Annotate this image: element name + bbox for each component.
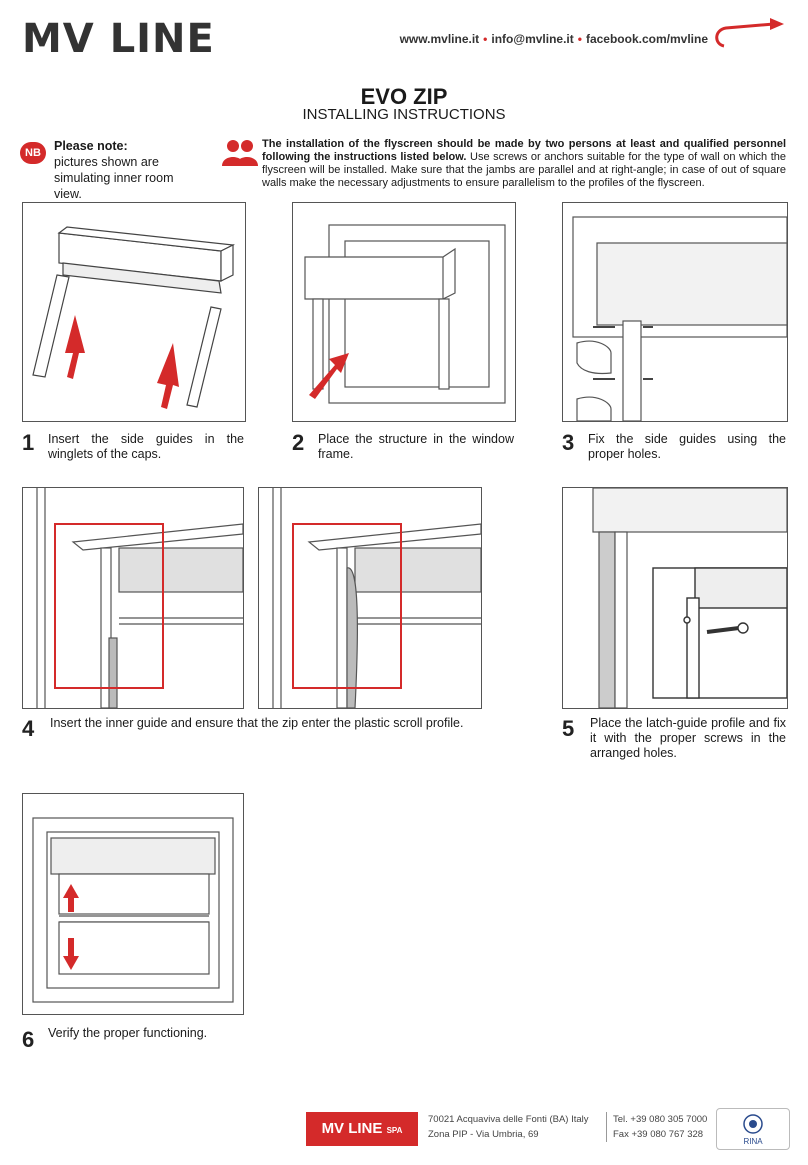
step-1-illustration (22, 202, 246, 422)
installation-note: The installation of the flyscreen should… (262, 138, 786, 190)
facebook-link[interactable]: facebook.com/mvline (585, 32, 708, 46)
step-2-illustration (292, 202, 516, 422)
step-4-illustration-a (22, 487, 244, 709)
footer-logo-suffix: SPA (386, 1126, 403, 1135)
step-4-illustration-b (258, 487, 482, 709)
footer-logo: MV LINE SPA (306, 1112, 418, 1146)
certification-label: RINA (743, 1137, 763, 1146)
brand-logo: MV LINE (22, 16, 215, 62)
step-1-number: 1 (22, 430, 35, 455)
step-5-illustration (562, 487, 788, 709)
step-4-number: 4 (22, 716, 35, 741)
step-6-text: Verify the proper functioning. (48, 1026, 208, 1040)
step-2-number: 2 (292, 430, 305, 455)
footer-address-line-2: Zona PIP - Via Umbria, 69 (428, 1129, 539, 1140)
footer-fax: Fax +39 080 767 328 (613, 1129, 704, 1140)
nb-badge: NB (20, 142, 46, 164)
step-5-number: 5 (562, 716, 575, 741)
step-3-number: 3 (562, 430, 575, 455)
step-3-text: Fix the side guides using the proper hol… (588, 432, 786, 461)
brand-arrow-icon (715, 18, 784, 48)
footer-address-line-1: 70021 Acquaviva delle Fonti (BA) Italy (428, 1114, 589, 1125)
step-3-illustration (562, 202, 788, 422)
step-1-text: Insert the side guides in the winglets o… (48, 432, 244, 461)
certification-seal-icon (743, 1114, 763, 1134)
page-subtitle: INSTALLING INSTRUCTIONS (302, 106, 506, 123)
step-6-illustration (22, 793, 244, 1015)
footer-phone: Tel. +39 080 305 7000 Fax +39 080 767 32… (606, 1112, 707, 1142)
contact-line: www.mvline.it•info@mvline.it•facebook.co… (399, 32, 708, 46)
footer-tel: Tel. +39 080 305 7000 (613, 1114, 708, 1125)
step-5-text: Place the latch-guide profile and fix it… (590, 716, 786, 760)
footer-address: 70021 Acquaviva delle Fonti (BA) Italy Z… (428, 1112, 589, 1142)
email-link[interactable]: info@mvline.it (491, 32, 574, 46)
two-persons-icon (222, 140, 258, 166)
step-2-text: Place the structure in the window frame. (318, 432, 514, 461)
website-link[interactable]: www.mvline.it (399, 32, 480, 46)
page-title: EVO ZIP (360, 84, 448, 109)
step-4-text: Insert the inner guide and ensure that t… (50, 716, 464, 730)
nb-note-rest: pictures shown are simulating inner room… (54, 155, 174, 201)
nb-note-bold: Please note: (54, 139, 128, 153)
footer-logo-text: MV LINE (321, 1120, 383, 1137)
installation-note-bold: The installation of the flyscreen should… (262, 138, 786, 163)
installation-note-rest: Use screws or anchors suitable for the t… (262, 151, 786, 189)
certification-badge: RINA (716, 1108, 790, 1150)
nb-note: Please note: pictures shown are simulati… (54, 138, 174, 202)
step-6-number: 6 (22, 1027, 35, 1052)
